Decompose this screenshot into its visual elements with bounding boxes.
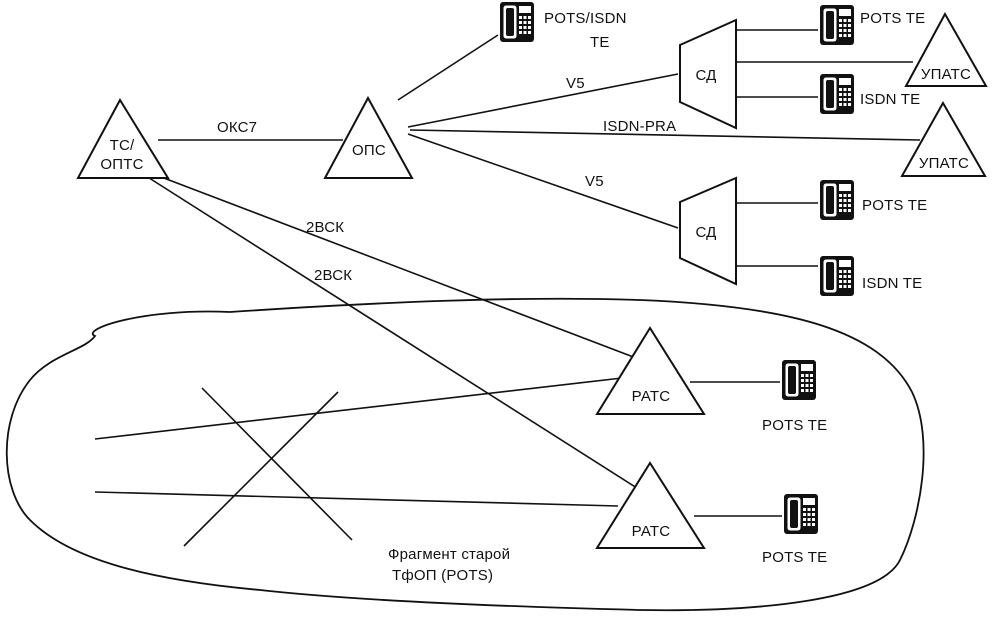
fragment-caption-line2: ТфОП (POTS) (392, 567, 493, 584)
pots-te-4-label: POTS TE (762, 549, 827, 566)
isdn-te-2-label: ISDN TE (862, 275, 922, 292)
link-ops-pots-isdn (397, 34, 499, 101)
pots-te-2-label: POTS TE (862, 197, 927, 214)
okc7-label: ОКС7 (217, 119, 257, 136)
node-sd-2: СД (679, 176, 737, 286)
old-network-line-1 (94, 377, 623, 440)
upats2-label: УПАТС (919, 155, 969, 172)
node-upats-1: УПАТС (904, 11, 988, 87)
pots-te-1-label: POTS TE (860, 10, 925, 27)
old-network-line-2 (94, 491, 619, 507)
telephone-icon (819, 255, 855, 297)
node-sd-1: СД (679, 18, 737, 130)
rats1-label: РАТС (632, 388, 671, 405)
node-rats-2: РАТС (595, 461, 706, 549)
link-tc-rats2 (145, 175, 641, 491)
connection-lines (94, 29, 921, 547)
v5-top-label: V5 (566, 75, 585, 92)
link-ops-sd2 (407, 133, 679, 229)
sd1-label: СД (695, 67, 716, 84)
v5-bottom-label: V5 (585, 173, 604, 190)
telephone-icon (819, 4, 855, 46)
telephone-icon (819, 73, 855, 115)
telephone-icon (781, 359, 817, 401)
link-tc-rats1 (147, 171, 637, 359)
pstn-fragment-boundary (5, 297, 925, 612)
telephone-icon (819, 179, 855, 221)
rats2-label: РАТС (632, 523, 671, 540)
bck1-label: 2ВСК (306, 219, 344, 236)
telephone-icon (499, 1, 535, 43)
sd2-label: СД (695, 224, 716, 241)
crossing-line-1 (201, 387, 353, 541)
fragment-caption-line1: Фрагмент старой (388, 546, 510, 563)
tc-label-line1: ТС/ (110, 137, 135, 154)
isdn-pra-label: ISDN-PRA (603, 118, 676, 135)
crossing-line-2 (183, 391, 339, 547)
node-ops: ОПС (323, 95, 414, 179)
bck2-label: 2ВСК (314, 267, 352, 284)
link-ops-sd1 (407, 73, 679, 128)
link-ops-upats2 (409, 129, 921, 141)
pots-isdn-label-line1: POTS/ISDN (544, 10, 627, 27)
node-tc-opts: ТС/ ОПТС (76, 97, 170, 179)
ops-label: ОПС (352, 142, 386, 159)
tc-label-line2: ОПТС (100, 156, 143, 173)
telephone-icon (783, 493, 819, 535)
upats1-label: УПАТС (921, 66, 971, 83)
pots-te-3-label: POTS TE (762, 417, 827, 434)
pots-isdn-label-line2: TE (590, 34, 610, 51)
node-rats-1: РАТС (595, 326, 706, 415)
isdn-te-1-label: ISDN TE (860, 91, 920, 108)
node-upats-2: УПАТС (900, 100, 987, 177)
